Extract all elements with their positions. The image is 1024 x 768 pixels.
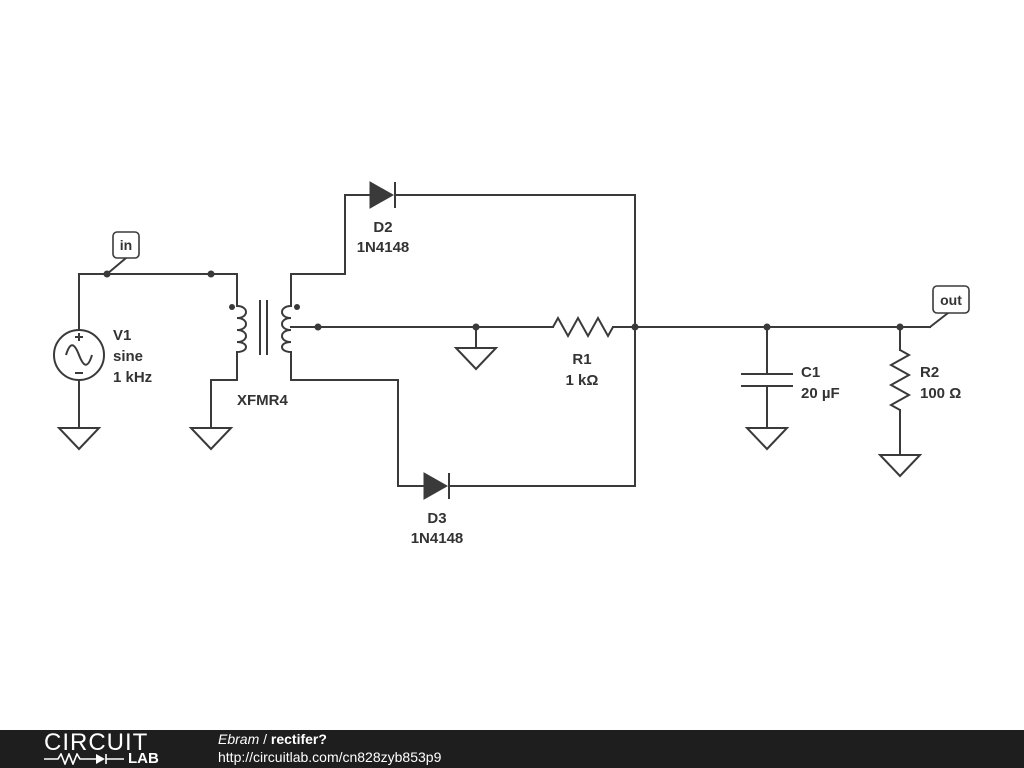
v1-ref-label: V1: [113, 327, 131, 344]
xfmr-ref-label: XFMR4: [237, 392, 288, 409]
junction-dot: [472, 323, 480, 331]
circuit-title[interactable]: rectifer?: [270, 731, 327, 747]
net-flag-out[interactable]: out: [928, 285, 970, 329]
r2-value-label: 100 Ω: [920, 385, 961, 402]
flag-out-label: out: [940, 292, 962, 308]
junction-dot: [207, 270, 215, 278]
circuit-url[interactable]: http://circuitlab.com/cn828zyb853p9: [218, 749, 442, 765]
flag-in-label: in: [120, 237, 132, 253]
ground-icon: [744, 427, 790, 451]
logo-waveform-icon: [44, 753, 124, 765]
logo-text-lab: LAB: [128, 750, 159, 767]
junction-dot: [314, 323, 322, 331]
circuitlab-logo[interactable]: CIRCUIT LAB: [40, 730, 180, 768]
junction-dot: [763, 323, 771, 331]
resistor-r1[interactable]: R1 1 kΩ: [552, 315, 614, 389]
resistor-r2[interactable]: R2 100 Ω: [888, 349, 961, 411]
polarity-dot: [294, 304, 300, 310]
polarity-dot: [229, 304, 235, 310]
v1-type-label: sine: [113, 348, 143, 365]
plus-icon: [75, 333, 83, 341]
transformer-xfmr4[interactable]: XFMR4: [229, 300, 300, 409]
c1-value-label: 20 µF: [801, 385, 840, 402]
logo-text-circuit: CIRCUIT: [44, 729, 149, 756]
c1-ref-label: C1: [801, 364, 820, 381]
d2-ref-label: D2: [373, 219, 392, 236]
junction-dot: [896, 323, 904, 331]
v1-sine-source[interactable]: V1 sine 1 kHz: [53, 327, 152, 386]
r2-ref-label: R2: [920, 364, 939, 381]
author-link[interactable]: Ebram: [218, 731, 260, 747]
ground-icon: [188, 427, 234, 451]
ground-icon: [877, 454, 923, 478]
ground-icon: [56, 427, 102, 451]
wires: [78, 194, 931, 487]
diode-d2[interactable]: D2 1N4148: [357, 181, 410, 256]
ground-symbols: [56, 347, 923, 478]
junctions: [103, 270, 904, 331]
net-flag-in[interactable]: in: [105, 231, 140, 276]
d2-part-label: 1N4148: [357, 239, 410, 256]
ground-icon: [453, 347, 499, 371]
circuit-schematic: in out V1 sine 1 kHz XFMR4 D2 1N4148: [53, 181, 970, 547]
r1-value-label: 1 kΩ: [566, 372, 599, 389]
diode-d3[interactable]: D3 1N4148: [411, 472, 464, 547]
d3-part-label: 1N4148: [411, 530, 464, 547]
capacitor-c1[interactable]: C1 20 µF: [741, 364, 840, 402]
circuit-title-line: Ebram / rectifer?: [218, 731, 327, 748]
junction-dot: [631, 323, 639, 331]
footer-bar: CIRCUIT LAB Ebram / rectifer? http://cir…: [0, 730, 1024, 768]
r1-ref-label: R1: [572, 351, 591, 368]
title-separator: /: [259, 731, 271, 747]
v1-freq-label: 1 kHz: [113, 369, 152, 386]
d3-ref-label: D3: [427, 510, 446, 527]
